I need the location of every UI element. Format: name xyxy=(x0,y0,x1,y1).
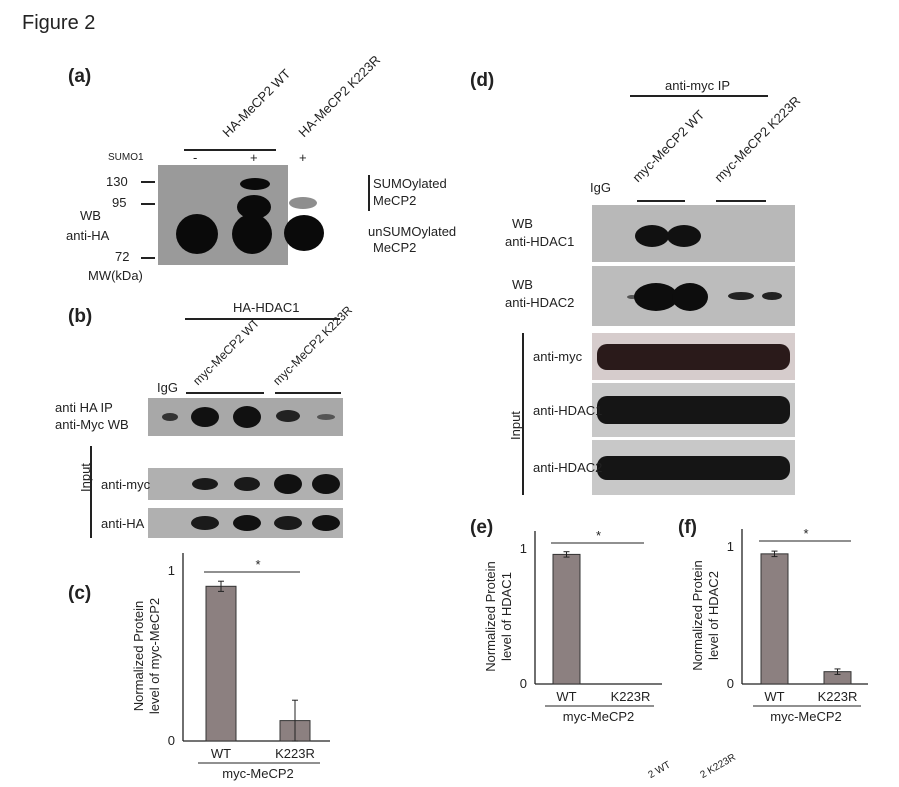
y-axis-label: level of myc-MeCP2 xyxy=(147,598,162,714)
row-label: anti-HDAC1 xyxy=(533,403,603,418)
row-label: anti-myc xyxy=(533,349,583,364)
y-tick-label: 1 xyxy=(520,541,527,556)
antibody-label: anti-HA xyxy=(66,228,110,243)
y-tick-label: 0 xyxy=(727,676,734,691)
sumo-label: SUMO1 xyxy=(108,152,144,163)
significance-star: * xyxy=(255,557,260,572)
x-tick-label: K223R xyxy=(275,746,315,761)
y-tick-label: 1 xyxy=(727,539,734,554)
mw-marker: 130 xyxy=(106,174,128,189)
sumo-minus: - xyxy=(193,150,198,165)
wb-label: WB xyxy=(80,208,101,223)
panel-b-label: (b) xyxy=(68,306,93,327)
panel-e-label: (e) xyxy=(470,517,494,538)
band-label: MeCP2 xyxy=(373,240,417,255)
row-label: WB xyxy=(512,216,533,231)
group-label: myc-MeCP2 xyxy=(770,709,842,724)
group-label: myc-MeCP2 xyxy=(222,766,294,781)
significance-star: * xyxy=(596,528,601,543)
y-axis-label: level of HDAC1 xyxy=(499,572,514,661)
band-label: unSUMOylated xyxy=(368,224,457,239)
mw-marker: 72 xyxy=(115,249,130,264)
row-label: anti-HDAC1 xyxy=(505,234,575,249)
x-tick-label: WT xyxy=(556,689,576,704)
blot-band xyxy=(284,215,324,251)
row-label: anti HA IP xyxy=(55,400,113,415)
sumo-plus: + xyxy=(250,150,258,165)
band-label: MeCP2 xyxy=(373,193,417,208)
panel-f-label: (f) xyxy=(678,517,697,538)
bar-wt xyxy=(205,585,237,742)
blot-band xyxy=(289,197,317,209)
row-label: anti-Myc WB xyxy=(55,417,129,432)
y-tick-label: 0 xyxy=(520,676,527,691)
x-tick-label: WT xyxy=(211,746,231,761)
significance-star: * xyxy=(803,526,808,541)
y-tick-label: 0 xyxy=(168,733,175,748)
band-label: SUMOylated xyxy=(373,176,447,191)
y-axis-label: Normalized Protein xyxy=(483,561,498,672)
igg-label: IgG xyxy=(590,180,611,195)
y-axis-label: Normalized Protein xyxy=(131,601,146,712)
x-tick-label: K223R xyxy=(818,689,858,704)
y-axis-label: level of HDAC2 xyxy=(706,571,721,660)
x-tick-label: WT xyxy=(764,689,784,704)
group-label: myc-MeCP2 xyxy=(563,709,635,724)
row-label: anti-myc xyxy=(101,477,151,492)
sumo-plus: + xyxy=(299,150,307,165)
row-label: anti-HDAC2 xyxy=(533,460,603,475)
panel-a-label: (a) xyxy=(68,66,92,87)
header-label: HA-HDAC1 xyxy=(233,300,300,315)
header-label: anti-myc IP xyxy=(665,78,731,93)
mw-marker: 95 xyxy=(112,195,127,210)
panel-d-label: (d) xyxy=(470,70,495,91)
row-label: WB xyxy=(512,277,533,292)
figure-title: Figure 2 xyxy=(22,12,96,34)
y-axis-label: Normalized Protein xyxy=(690,560,705,671)
row-label: anti-HA xyxy=(101,516,145,531)
row-label: anti-HDAC2 xyxy=(505,295,575,310)
bar-wt xyxy=(552,553,581,685)
y-tick-label: 1 xyxy=(168,563,175,578)
bar-wt xyxy=(760,553,789,685)
panel-c-label: (c) xyxy=(68,583,92,604)
igg-label: IgG xyxy=(157,380,178,395)
x-tick-label: K223R xyxy=(611,689,651,704)
mw-unit: MW(kDa) xyxy=(88,268,143,283)
